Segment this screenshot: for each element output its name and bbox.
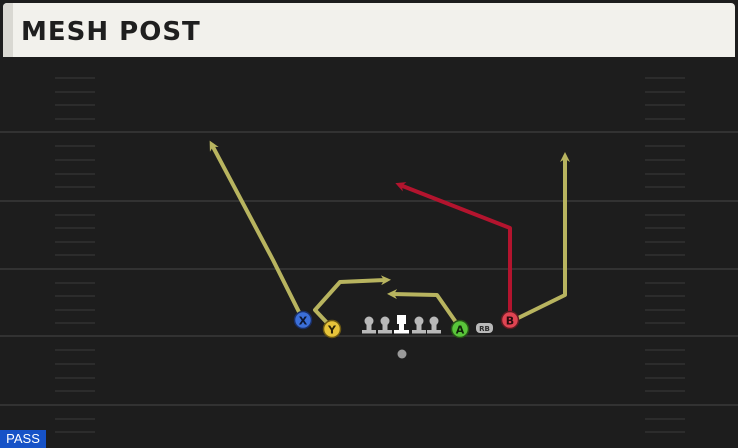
player-a[interactable]: A [450,319,470,339]
lineman-rt [427,316,441,334]
lineman-lt [362,316,376,334]
player-x-label: X [299,315,308,328]
field-diagram: X Y A RB B [0,77,738,433]
lineman-rg [412,316,426,334]
route-x-post[interactable] [209,140,305,322]
routes [209,140,570,330]
play-title: MESH POST [21,17,201,47]
player-y[interactable]: Y [322,319,342,339]
yard-lines [0,131,738,406]
player-rb-label: RB [479,325,490,333]
title-bar: MESH POST [3,3,735,57]
player-a-label: A [456,324,465,337]
route-y-mesh[interactable] [313,275,391,330]
hash-marks-right [645,77,685,433]
player-rb[interactable]: RB [476,323,493,333]
player-b[interactable]: B [500,310,520,330]
play-type-badge: PASS [0,430,46,448]
route-rb-corner[interactable] [395,182,512,322]
route-a-mesh[interactable] [387,289,462,330]
offensive-line [362,315,441,334]
quarterback-marker[interactable] [397,349,407,359]
player-b-label: B [506,315,514,328]
route-b-vertical[interactable] [508,152,570,324]
hash-marks-left [55,77,95,433]
center-c [394,315,409,334]
title-bar-edge [3,3,13,57]
lineman-lg [378,316,392,334]
player-x[interactable]: X [293,310,313,330]
player-y-label: Y [327,324,337,337]
